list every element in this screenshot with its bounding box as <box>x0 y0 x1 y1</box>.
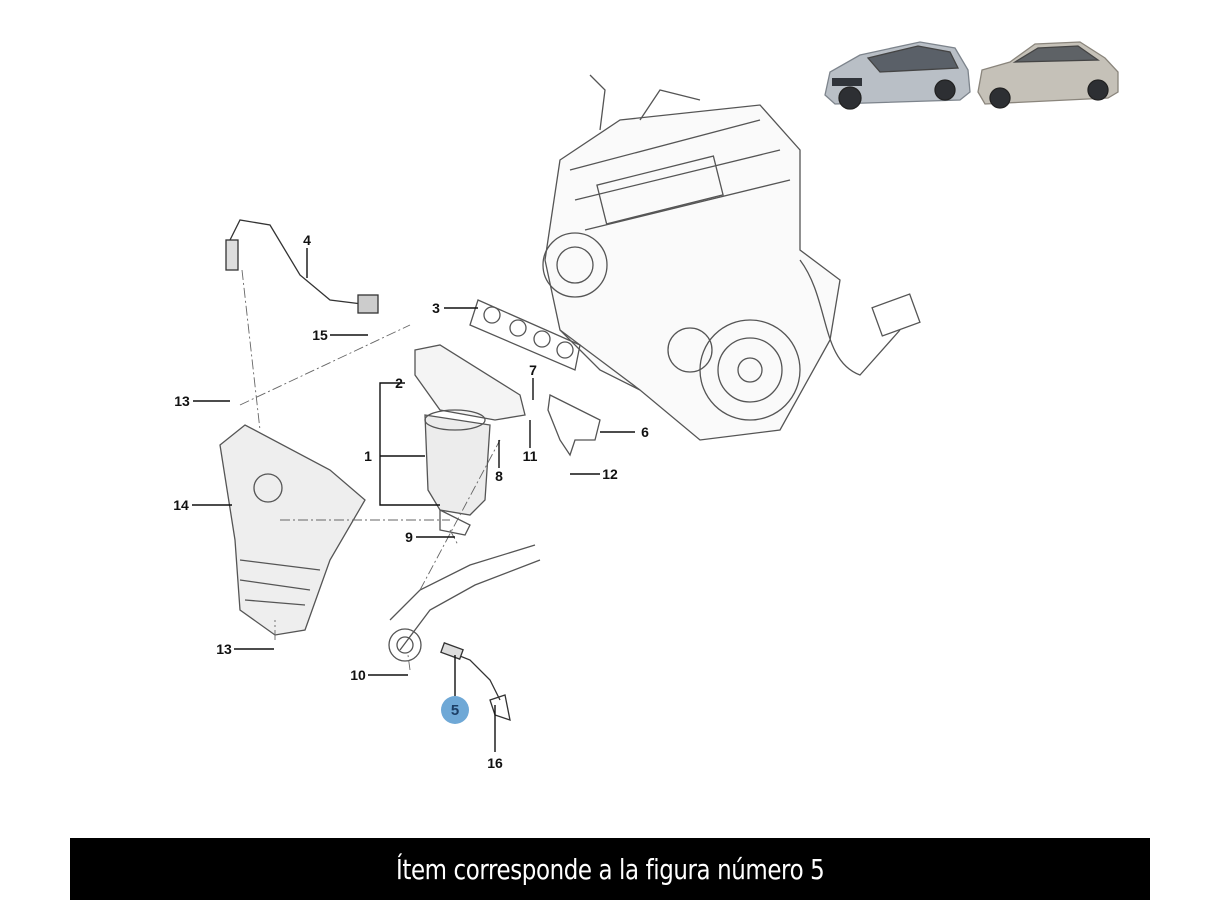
item-caption-banner: Ítem corresponde a la figura número 5 <box>70 838 1150 900</box>
vehicle-sedan-image <box>977 41 1119 109</box>
leader-lines <box>192 248 635 752</box>
callout-1[interactable]: 1 <box>364 448 372 464</box>
item-caption-text: Ítem corresponde a la figura número 5 <box>395 852 825 886</box>
callout-6[interactable]: 6 <box>641 424 649 440</box>
callout-11[interactable]: 11 <box>522 448 538 464</box>
callout-10[interactable]: 10 <box>350 667 366 683</box>
callout-9[interactable]: 9 <box>405 529 413 545</box>
callout-13-bottom[interactable]: 13 <box>216 641 232 657</box>
callout-15[interactable]: 15 <box>312 327 328 343</box>
oxygen-sensor-downstream <box>440 642 511 721</box>
callout-4[interactable]: 4 <box>303 232 311 248</box>
vehicle-suv-image <box>824 41 971 110</box>
heat-shield <box>219 424 366 636</box>
callout-2[interactable]: 2 <box>395 375 403 391</box>
exhaust-manifold-catalyst <box>414 344 526 536</box>
callout-12[interactable]: 12 <box>602 466 618 482</box>
front-exhaust-pipe <box>388 544 541 662</box>
engine-assembly <box>542 74 921 441</box>
bracket <box>547 394 601 457</box>
callout-5-highlighted[interactable]: 5 <box>441 696 469 724</box>
callout-13-top[interactable]: 13 <box>174 393 190 409</box>
callout-14[interactable]: 14 <box>173 497 189 513</box>
callout-3[interactable]: 3 <box>432 300 440 316</box>
callout-7[interactable]: 7 <box>529 362 537 378</box>
alignment-lines <box>239 269 501 671</box>
callout-16[interactable]: 16 <box>487 755 503 771</box>
callout-8[interactable]: 8 <box>495 468 503 484</box>
oxygen-sensor-upstream <box>225 219 379 314</box>
exhaust-gasket <box>469 299 581 371</box>
